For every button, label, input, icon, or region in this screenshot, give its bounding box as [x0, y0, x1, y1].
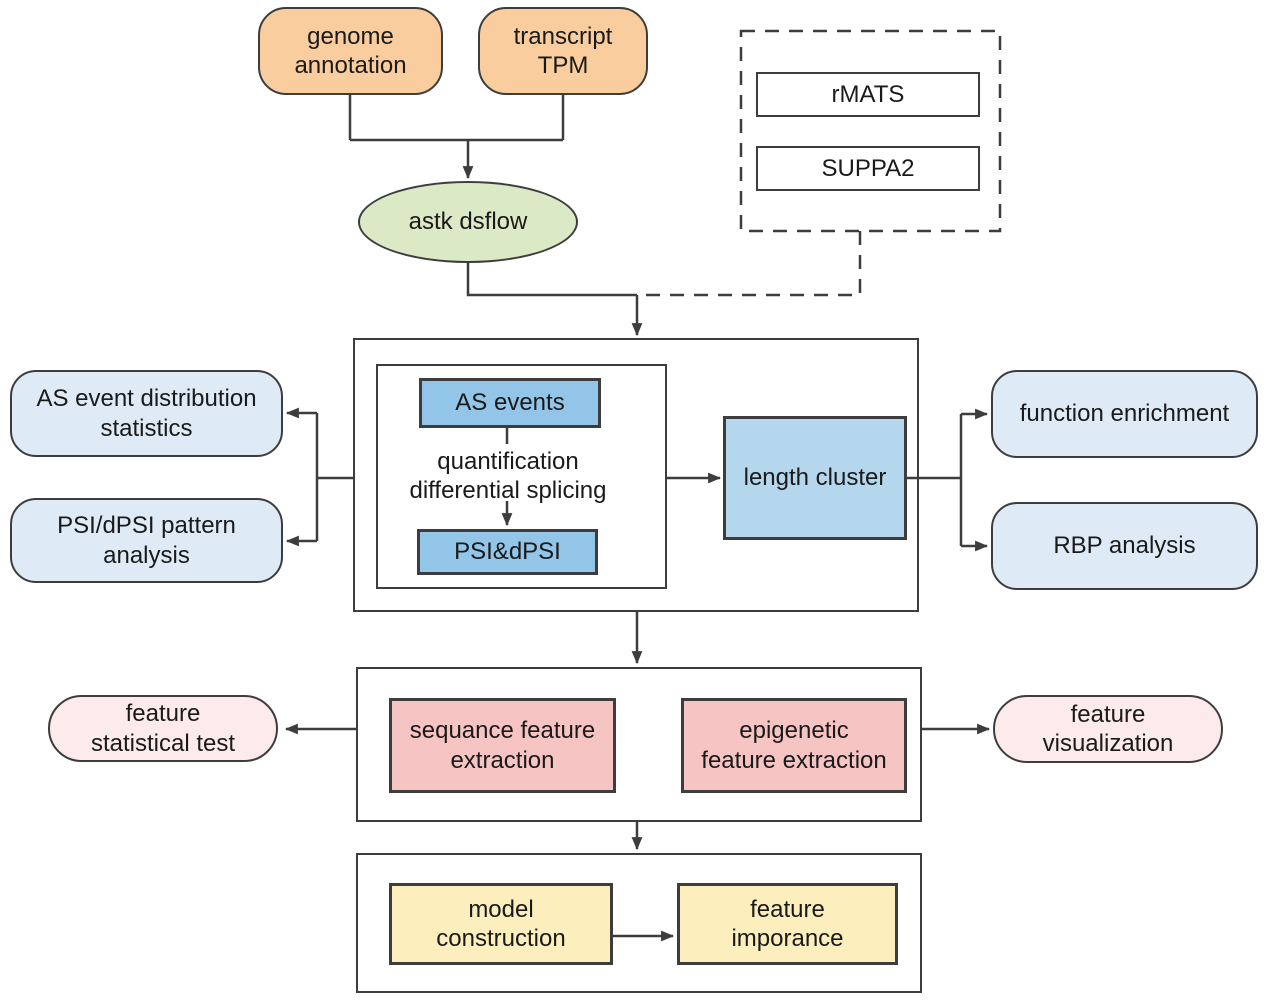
- edge-tools-to-flow: [642, 231, 862, 297]
- node-feature-statistical-test: feature statistical test: [48, 695, 278, 762]
- edge-right-branch: [919, 414, 963, 546]
- node-model-construction: model construction: [389, 883, 613, 965]
- node-psi-dpsi: PSI&dPSI: [417, 529, 598, 575]
- node-psi-dpsi-pattern-analysis: PSI/dPSI pattern analysis: [10, 498, 283, 583]
- label-quantification-differential-splicing: quantification differential splicing: [409, 448, 607, 505]
- node-feature-visualization: feature visualization: [993, 695, 1223, 763]
- node-sequence-feature-extraction: sequance feature extraction: [389, 698, 616, 793]
- dashed-tools-box: [739, 29, 1002, 233]
- middle-section-box: [353, 338, 919, 612]
- node-genome-annotation: genome annotation: [258, 7, 443, 95]
- edge-left-branch: [315, 413, 353, 541]
- node-as-event-distribution-statistics: AS event distribution statistics: [10, 370, 283, 457]
- node-astk-dsflow: astk dsflow: [358, 181, 578, 263]
- node-rbp-analysis: RBP analysis: [991, 502, 1258, 590]
- node-function-enrichment: function enrichment: [991, 370, 1258, 458]
- node-feature-importance: feature imporance: [677, 883, 898, 965]
- edge-astk-elbow: [466, 263, 637, 297]
- node-length-cluster: length cluster: [723, 416, 907, 540]
- node-transcript-tpm: transcript TPM: [478, 7, 648, 95]
- model-section-box: [356, 853, 922, 993]
- node-suppa2: SUPPA2: [756, 146, 980, 191]
- feature-section-box: [356, 667, 922, 822]
- edge-inputs-merge: [348, 95, 565, 142]
- node-epigenetic-feature-extraction: epigenetic feature extraction: [681, 698, 907, 793]
- node-rmats: rMATS: [756, 72, 980, 117]
- quantification-inner-box: [376, 364, 667, 589]
- node-as-events: AS events: [419, 378, 601, 428]
